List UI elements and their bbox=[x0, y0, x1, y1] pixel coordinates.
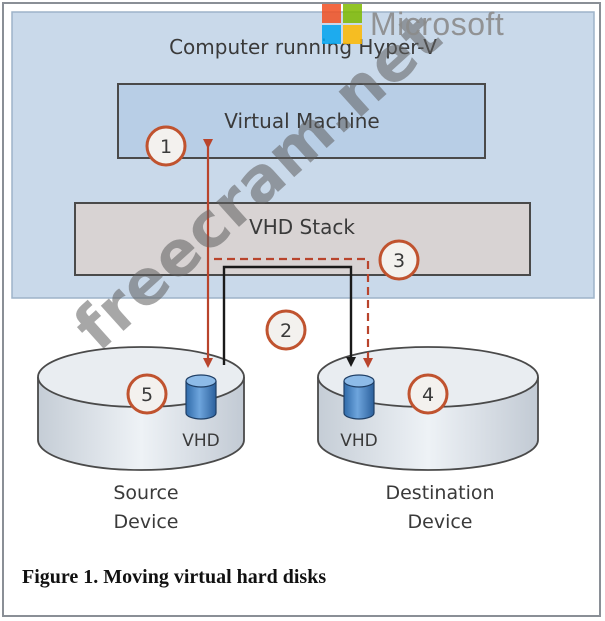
step-3-number: 3 bbox=[393, 250, 405, 272]
destination-device-label-line1: Destination bbox=[385, 482, 494, 504]
step-5-marker: 5 bbox=[126, 373, 168, 415]
vhd-stack-label: VHD Stack bbox=[249, 215, 355, 239]
vhd-stack-box bbox=[74, 202, 531, 276]
figure-caption: Figure 1. Moving virtual hard disks bbox=[22, 566, 327, 588]
step-4-number: 4 bbox=[422, 384, 434, 406]
host-label: Computer running Hyper-V bbox=[169, 35, 437, 59]
microsoft-logo-icon bbox=[322, 4, 362, 44]
source-vhd-cylinder bbox=[185, 374, 217, 420]
destination-device-label-line2: Device bbox=[408, 511, 473, 533]
step-2-marker: 2 bbox=[265, 309, 307, 351]
destination-vhd-cylinder bbox=[343, 374, 375, 420]
source-vhd-label: VHD bbox=[182, 431, 220, 451]
source-device-label-line1: Source bbox=[113, 482, 178, 504]
step-4-marker: 4 bbox=[407, 373, 449, 415]
source-device-label-line2: Device bbox=[114, 511, 179, 533]
copy-arrow bbox=[222, 265, 356, 367]
step-1-marker: 1 bbox=[145, 125, 187, 167]
destination-vhd-label: VHD bbox=[340, 431, 378, 451]
step-1-number: 1 bbox=[160, 136, 172, 158]
step-5-number: 5 bbox=[141, 384, 153, 406]
mirror-write-arrow bbox=[214, 257, 373, 368]
microsoft-logo-text: Microsoft bbox=[370, 5, 505, 42]
microsoft-logo: Microsoft bbox=[322, 4, 504, 44]
vm-label: Virtual Machine bbox=[224, 109, 379, 133]
step-3-marker: 3 bbox=[378, 239, 420, 281]
step-2-number: 2 bbox=[280, 320, 292, 342]
